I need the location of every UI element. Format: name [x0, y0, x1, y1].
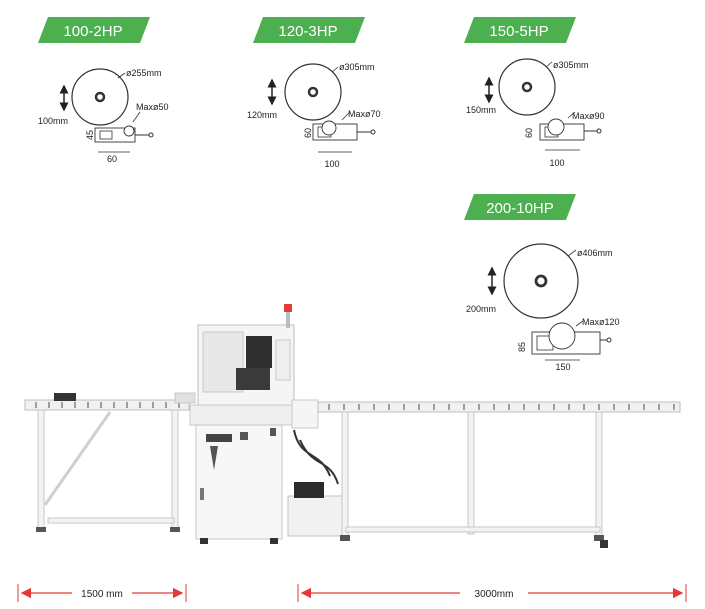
- cut-height: 120mm: [247, 110, 277, 120]
- left-table-length: 1500 mm: [81, 589, 123, 600]
- right-table-length: 3000mm: [475, 589, 514, 600]
- vise-height: 85: [517, 342, 527, 352]
- model-2: 120-3HP ø305mm 120mm Maxø70 60 100: [247, 17, 381, 169]
- workpiece: [547, 118, 565, 136]
- workpiece: [321, 120, 337, 136]
- left-roller-table: [24, 393, 190, 532]
- hp-label: 200-10HP: [486, 200, 554, 217]
- cutting-machine: [24, 304, 681, 548]
- hydraulic-unit: [287, 429, 347, 537]
- disc-diameter: ø406mm: [577, 248, 613, 258]
- hp-banner: [253, 17, 365, 43]
- disc-diameter: ø305mm: [339, 62, 375, 72]
- disc-hub: [307, 86, 319, 98]
- hp-banner: [38, 17, 150, 43]
- base-cabinet: [195, 424, 283, 540]
- vise-width: 100: [324, 159, 339, 169]
- disc-diameter: ø255mm: [126, 68, 162, 78]
- hp-banner: [464, 17, 576, 43]
- model-4: 200-10HP ø406mm 200mm Maxø120 85 150: [464, 194, 620, 372]
- disc-diameter: ø305mm: [553, 60, 589, 70]
- dimension-right: 3000mm: [297, 584, 687, 602]
- model-1: 100-2HP ø255mm 100mm Maxø50 45 60: [38, 17, 169, 164]
- hp-label: 150-5HP: [489, 23, 548, 40]
- hp-label: 120-3HP: [278, 23, 337, 40]
- clamp-max: Maxø70: [348, 109, 381, 119]
- vise-width: 60: [107, 154, 117, 164]
- vise-height: 45: [85, 130, 95, 140]
- cut-height: 200mm: [466, 304, 496, 314]
- hp-banner: [464, 194, 576, 220]
- disc-hub: [521, 81, 533, 93]
- workpiece: [123, 125, 135, 137]
- disc-hub: [94, 91, 106, 103]
- machine-cabinet: [174, 304, 319, 544]
- vise-height: 60: [303, 128, 313, 138]
- cut-height: 150mm: [466, 105, 496, 115]
- vise-width: 150: [555, 362, 570, 372]
- disc-hub: [534, 274, 548, 288]
- clamp-max: Maxø90: [572, 111, 605, 121]
- stop-block: [54, 393, 76, 401]
- warning-light: [284, 304, 292, 312]
- right-roller-table: [317, 401, 681, 548]
- dimension-left: 1500 mm: [17, 584, 187, 602]
- clamp-max: Maxø50: [136, 102, 169, 112]
- hp-label: 100-2HP: [63, 23, 122, 40]
- vise-height: 60: [524, 128, 534, 138]
- vise-width: 100: [549, 158, 564, 168]
- clamp-max: Maxø120: [582, 317, 620, 327]
- cut-height: 100mm: [38, 116, 68, 126]
- workpiece: [548, 322, 576, 350]
- model-3: 150-5HP ø305mm 150mm Maxø90 60 100: [464, 17, 605, 168]
